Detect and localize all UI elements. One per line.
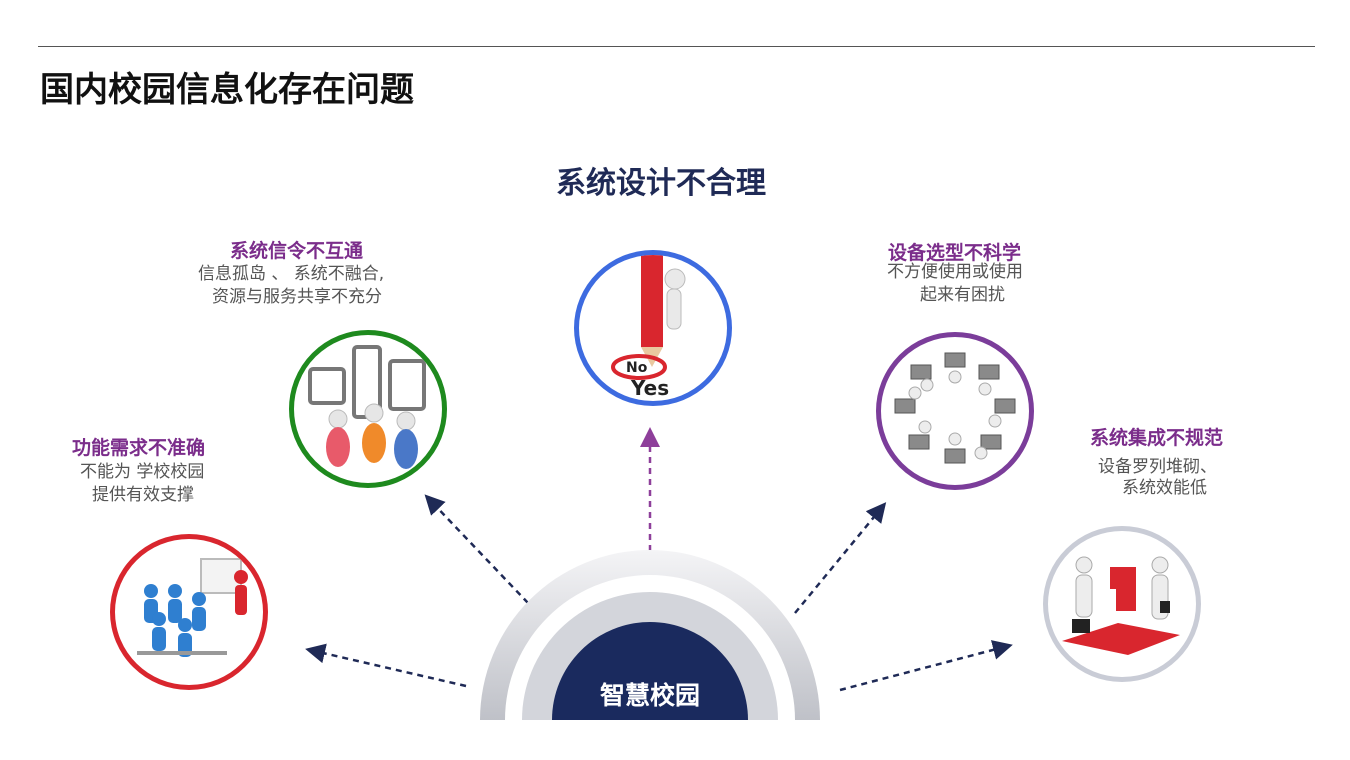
issue-desc-equipment-line2: 起来有困扰 [920, 285, 1005, 305]
people-with-devices-icon [308, 345, 426, 469]
issue-title-signaling: 系统信令不互通 [230, 240, 364, 262]
circle-signaling [289, 330, 447, 488]
arrow-to-function [305, 643, 467, 688]
arrow-to-integration [839, 640, 1013, 692]
page-title: 国内校园信息化存在问题 [40, 70, 414, 110]
arrow-to-equipment [794, 502, 887, 614]
issue-title-function: 功能需求不准确 [72, 437, 206, 459]
svg-text:No: No [626, 360, 648, 376]
circle-design: No Yes [574, 250, 732, 406]
hub-label: 智慧校园 [599, 681, 700, 710]
circle-equipment [876, 332, 1034, 490]
circle-function [110, 534, 268, 690]
issue-desc-signaling-line2: 资源与服务共享不充分 [212, 287, 382, 307]
main-heading: 系统设计不合理 [556, 166, 766, 201]
issue-title-integration: 系统集成不规范 [1090, 427, 1224, 449]
arrow-to-signaling [424, 494, 529, 604]
issue-desc-function-line1: 不能为 学校校园 [80, 462, 205, 482]
issue-desc-integration-line1: 设备罗列堆砌、 [1098, 457, 1217, 477]
issue-desc-signaling-line1: 信息孤岛 、 系统不融合, [198, 264, 385, 284]
issue-desc-equipment-line1: 不方便使用或使用 [887, 262, 1023, 282]
puzzle-team-icon [1062, 556, 1180, 655]
pencil-no-yes-icon: No Yes [611, 255, 686, 400]
issue-desc-function-line2: 提供有效支撑 [92, 485, 194, 505]
circle-integration [1043, 526, 1201, 682]
top-divider [38, 46, 1315, 47]
classroom-teacher-icon [137, 558, 248, 657]
workstations-circle-icon [894, 352, 1016, 464]
issue-title-equipment: 设备选型不科学 [888, 242, 1022, 264]
issue-desc-integration-line2: 系统效能低 [1122, 478, 1207, 498]
svg-text:Yes: Yes [630, 376, 669, 400]
hub-semicircle [480, 550, 820, 720]
